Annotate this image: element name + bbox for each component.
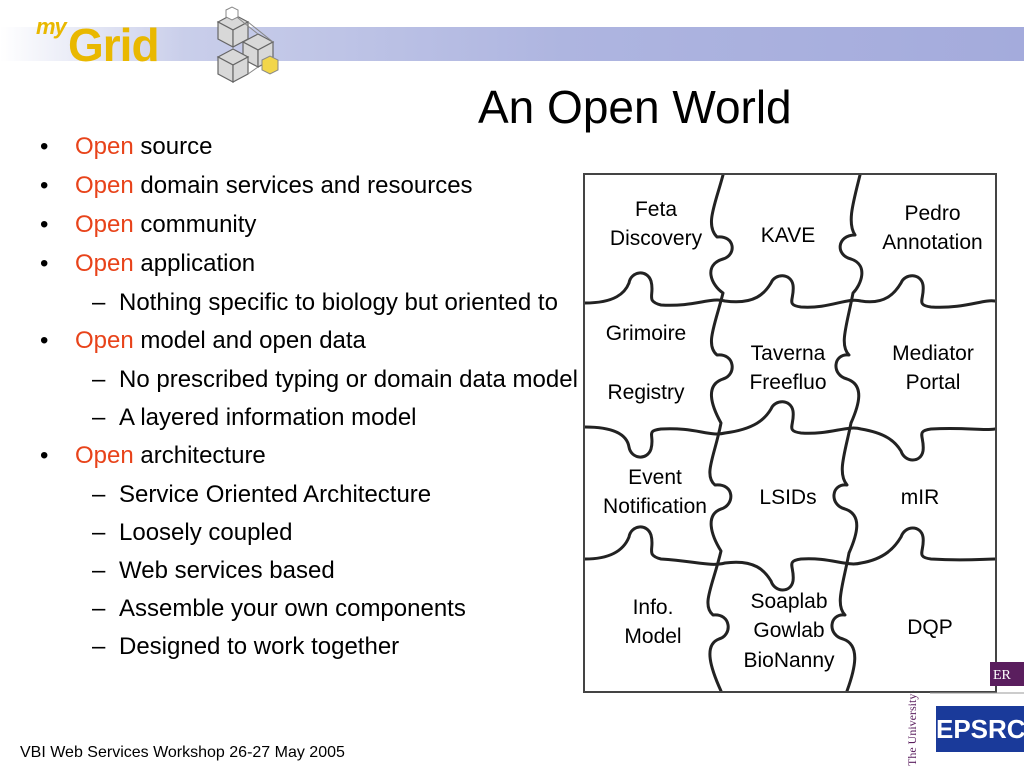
bullet-marker: •: [40, 133, 49, 160]
bullet-keyword: Open: [75, 172, 134, 199]
sub-bullet-text: Loosely coupled: [119, 519, 293, 546]
dash-marker: –: [92, 519, 106, 546]
sub-bullet-text: Designed to work together: [119, 633, 400, 660]
footer-text: VBI Web Services Workshop 26-27 May 2005: [20, 744, 345, 761]
sub-bullet-item: –Nothing specific to biology but oriente…: [40, 288, 578, 318]
sub-bullet-text: No prescribed typing or domain data mode…: [119, 366, 578, 393]
bullet-text: domain services and resources: [140, 172, 473, 199]
sub-bullet-item: –No prescribed typing or domain data mod…: [40, 365, 578, 395]
puzzle-piece-label: Gowlab: [753, 619, 825, 643]
puzzle-piece-label: Info.: [632, 596, 674, 619]
puzzle-piece-label: [591, 348, 701, 377]
puzzle-piece-grimoire: Grimoire Registry: [591, 319, 701, 407]
bullet-item: • Open model and open data: [40, 326, 578, 356]
sub-bullet-item: –Designed to work together: [40, 632, 578, 662]
dash-marker: –: [92, 557, 106, 584]
puzzle-piece-label: Taverna: [750, 342, 826, 365]
dash-marker: –: [92, 289, 106, 316]
bullet-text: application: [140, 250, 256, 277]
dash-marker: –: [92, 633, 106, 660]
sub-bullet-item: –Service Oriented Architecture: [40, 480, 578, 510]
puzzle-piece-label: Grimoire: [605, 322, 687, 345]
puzzle-grid: [585, 175, 995, 691]
puzzle-piece-label: BioNanny: [743, 648, 835, 672]
puzzle-piece-label: Mediator: [892, 342, 974, 365]
dash-marker: –: [92, 404, 106, 431]
dash-marker: –: [92, 481, 106, 508]
bullet-marker: •: [40, 442, 49, 469]
puzzle-piece-label: Portal: [905, 371, 961, 395]
sub-bullet-item: –Web services based: [40, 556, 578, 586]
puzzle-piece-label: Discovery: [609, 227, 703, 251]
header-band: [0, 27, 1024, 61]
university-of-manchester-logo: The University of Manchester: [902, 622, 932, 768]
puzzle-piece-label: Pedro: [904, 202, 961, 225]
logo-my-text: my: [36, 14, 67, 39]
puzzle-piece-kave: KAVE: [733, 221, 843, 250]
logo-grid-text: Grid: [68, 19, 160, 71]
epsrc-logo: EPSRC: [936, 706, 1024, 752]
puzzle-piece-label: Freefluo: [749, 371, 827, 395]
dash-marker: –: [92, 366, 106, 393]
puzzle-piece-label: Model: [624, 625, 682, 649]
bullet-item: • Open source: [40, 132, 578, 162]
sub-bullet-item: –Loosely coupled: [40, 518, 578, 548]
cube-lattice-icon: [216, 6, 279, 83]
puzzle-piece-label: DQP: [907, 616, 953, 639]
sub-bullet-item: –Assemble your own components: [40, 594, 578, 624]
manchester-crest-logo: ER: [930, 660, 1024, 696]
bullet-text: model and open data: [140, 327, 366, 354]
puzzle-piece-mir: mIR: [865, 483, 975, 512]
uom-logo-text: The University of Manchester: [905, 690, 919, 766]
svg-text:ER: ER: [993, 668, 1012, 683]
puzzle-piece-label: mIR: [900, 486, 940, 509]
sub-bullet-text: Nothing specific to biology but oriented…: [119, 289, 558, 316]
bullet-item: • Open application: [40, 249, 578, 279]
bullet-item: • Open community: [40, 210, 578, 240]
bullet-text: community: [140, 211, 257, 238]
mygrid-logo: my Grid: [30, 6, 290, 90]
sub-bullet-text: Web services based: [119, 557, 335, 584]
puzzle-piece-label: LSIDs: [759, 486, 817, 509]
bullet-marker: •: [40, 172, 49, 199]
bullet-text: source: [140, 133, 213, 160]
puzzle-piece-label: Feta: [634, 198, 678, 221]
puzzle-piece-label: Registry: [607, 380, 685, 404]
dash-marker: –: [92, 595, 106, 622]
puzzle-piece-label: Notification: [603, 495, 707, 519]
bullet-keyword: Open: [75, 211, 134, 238]
sub-bullet-item: –A layered information model: [40, 403, 578, 433]
bullet-keyword: Open: [75, 442, 134, 469]
puzzle-piece-label: Annotation: [882, 231, 983, 255]
puzzle-piece-dqp: DQP: [875, 613, 985, 642]
puzzle-piece-label: Event: [628, 466, 682, 489]
bullet-keyword: Open: [75, 250, 134, 277]
bullet-list: • Open source • Open domain services and re…: [40, 132, 578, 670]
puzzle-piece-label: Soaplab: [750, 590, 828, 613]
puzzle-piece-lsids: LSIDs: [733, 483, 843, 512]
bullet-text: architecture: [140, 442, 266, 469]
bullet-keyword: Open: [75, 133, 134, 160]
sub-bullet-text: Assemble your own components: [119, 595, 466, 622]
bullet-marker: •: [40, 211, 49, 238]
bullet-keyword: Open: [75, 327, 134, 354]
bullet-item: • Open architecture: [40, 441, 578, 471]
slide-title: An Open World: [478, 81, 792, 133]
bullet-marker: •: [40, 327, 49, 354]
sub-bullet-text: A layered information model: [119, 404, 417, 431]
puzzle-piece-info: Info. Model: [603, 593, 703, 652]
puzzle-piece-label: KAVE: [760, 224, 816, 247]
bullet-marker: •: [40, 250, 49, 277]
sub-bullet-text: Service Oriented Architecture: [119, 481, 432, 508]
bullet-item: • Open domain services and resources: [40, 171, 578, 201]
